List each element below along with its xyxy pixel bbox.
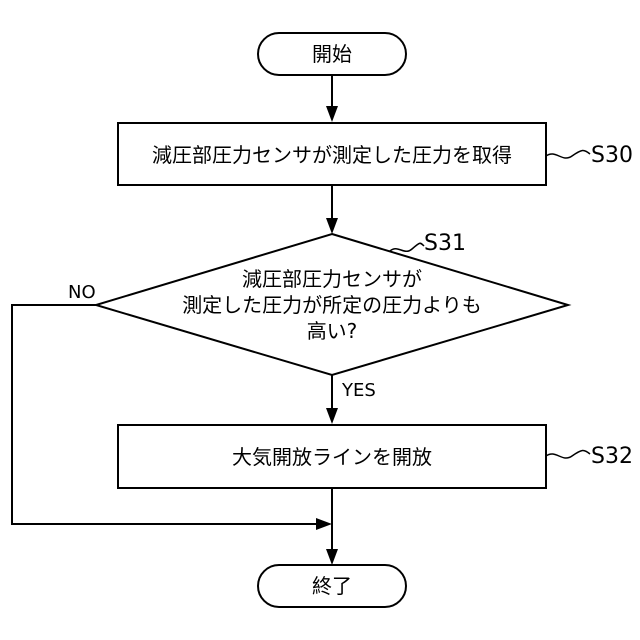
step-s31-leader [390, 243, 424, 251]
arrow-head-icon [326, 106, 338, 122]
start-node: 開始 [258, 33, 406, 75]
arrow-head-icon [326, 218, 338, 234]
connector-s30-s31 [326, 185, 338, 234]
step-s31-id: S31 [424, 231, 466, 256]
decision-s31-line-2: 測定した圧力が所定の圧力よりも [182, 293, 482, 317]
process-s32: 大気開放ラインを開放 S32 [118, 425, 633, 488]
arrow-head-icon [316, 518, 332, 530]
step-s32-leader [546, 450, 590, 458]
process-s30-label: 減圧部圧力センサが測定した圧力を取得 [152, 143, 512, 167]
connector-start-s30 [326, 75, 338, 122]
process-s30: 減圧部圧力センサが測定した圧力を取得 S30 [118, 123, 633, 185]
no-label: NO [68, 282, 96, 303]
process-s32-label: 大気開放ラインを開放 [232, 445, 432, 469]
connector-s32-end [326, 488, 338, 565]
arrow-head-icon [326, 549, 338, 565]
end-label: 終了 [312, 574, 352, 598]
decision-s31-line-1: 減圧部圧力センサが [242, 267, 422, 291]
step-s30-id: S30 [591, 143, 633, 168]
step-s32-id: S32 [591, 444, 633, 469]
start-label: 開始 [312, 42, 352, 66]
arrow-head-icon [326, 408, 338, 424]
decision-s31-line-3: 高い? [307, 319, 358, 343]
step-s30-leader [546, 150, 590, 158]
yes-label: YES [341, 380, 376, 401]
connector-yes-branch: YES [326, 375, 376, 424]
decision-s31: 減圧部圧力センサが 測定した圧力が所定の圧力よりも 高い? S31 [96, 231, 568, 375]
end-node: 終了 [258, 565, 406, 607]
